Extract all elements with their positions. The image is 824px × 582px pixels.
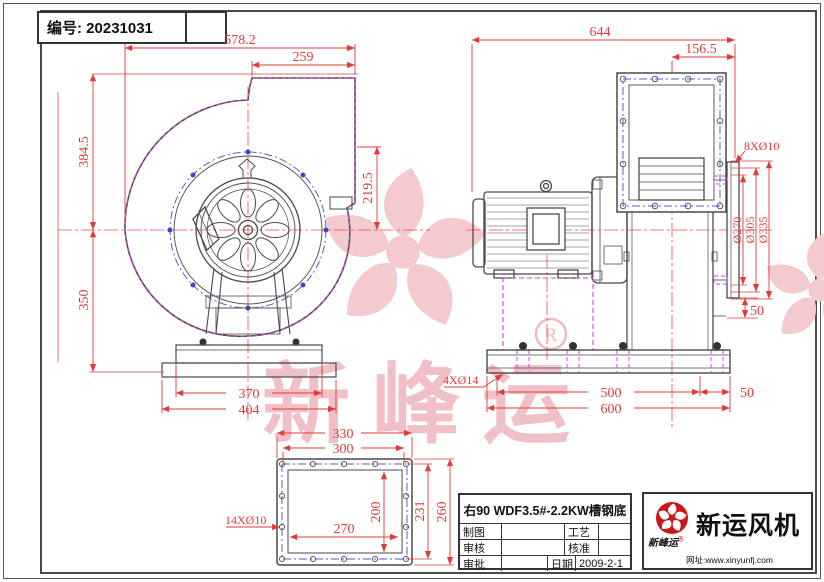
company-block: 新运风机 新峰运® 网址:www.xinyunfj.com <box>642 492 813 570</box>
channel-base-right <box>486 342 731 374</box>
volute-highlight <box>124 77 356 337</box>
volute-tongue-flange <box>329 196 353 210</box>
dim-right-inlet-d2: Ø305 <box>743 217 757 244</box>
dim-left-outlet-height: 219.5 <box>361 172 376 204</box>
motor-clamp <box>192 205 220 252</box>
company-website: 网址:www.xinyunfj.com <box>686 555 773 565</box>
outlet-flange <box>616 72 727 213</box>
volute-outline <box>124 77 356 338</box>
watermark-text: 新峰运 <box>262 353 592 456</box>
title-row: 制图 工艺 <box>460 523 630 539</box>
left-view <box>124 77 356 378</box>
title-row: 审批 日期 2009-2-1 <box>460 555 630 571</box>
company-name: 新运风机 <box>696 512 801 540</box>
eyebolt <box>539 179 553 193</box>
anchor-bolt <box>199 338 300 346</box>
dim-flange-bolt-span-w: 300 <box>333 442 354 457</box>
pedestal <box>205 267 292 335</box>
dim-right-outlet-bolts: 8XØ10 <box>744 139 779 153</box>
dim-right-outlet-offset: 156.5 <box>685 42 717 57</box>
motor-support-hidden <box>502 277 594 351</box>
dim-right-inlet-d3: Ø335 <box>756 217 770 244</box>
outlet-louver <box>638 157 705 201</box>
dim-flange-bolts: 14XØ10 <box>225 513 266 527</box>
dim-left-base-inner: 370 <box>239 387 260 402</box>
watermark-layer: 新峰运 R <box>262 168 824 456</box>
dim-flange-outer-height: 260 <box>435 502 450 523</box>
watermark-flower-icon <box>317 168 490 333</box>
outlet-flange-holes <box>619 75 724 210</box>
row-value2: 2009-2-1 <box>579 557 624 570</box>
dim-flange-bolt-span-h: 231 <box>413 501 428 522</box>
right-view <box>472 72 740 374</box>
motor-cowl <box>195 177 301 283</box>
dimension-layer <box>57 36 773 566</box>
row-label: 审核 <box>460 540 502 555</box>
title-row: 审核 核准 <box>460 539 630 555</box>
drawing-title: 右90 WDF3.5#-2.2KW槽钢底 <box>463 503 627 518</box>
dim-flange-inner-width: 270 <box>334 522 355 537</box>
dim-right-flange-gap: 50 <box>750 304 764 319</box>
company-seal: 新峰运® <box>648 534 683 549</box>
row-value <box>502 556 548 571</box>
dim-flange-inner-height: 200 <box>369 502 384 523</box>
row-value2 <box>599 524 630 539</box>
dim-right-inlet-d1: Ø270 <box>730 217 744 244</box>
serial-number-label: 编号: 20231031 <box>39 13 187 42</box>
dim-right-bolt-span: 500 <box>601 386 622 401</box>
inlet-bolt-dots <box>167 149 329 311</box>
anchor-bolt <box>519 342 721 350</box>
row-value <box>502 540 565 555</box>
company-logo-flower-icon <box>656 502 688 534</box>
watermark-registered-icon: R <box>534 317 568 351</box>
dim-right-base-total: 600 <box>601 402 622 417</box>
svg-text:R: R <box>545 325 558 346</box>
casing-column <box>623 212 726 350</box>
motor-side <box>472 179 593 279</box>
registered-mark: ® <box>678 536 684 544</box>
motor-hub <box>237 219 259 241</box>
dim-left-base-outer: 404 <box>239 403 260 418</box>
row-label: 审批 <box>460 556 502 571</box>
watermark-flower-icon <box>761 232 824 345</box>
row-value2 <box>599 540 630 555</box>
dim-left-lower-height: 350 <box>77 290 92 311</box>
dimension-labels: 578.2 259 384.5 350 219.5 370 404 644 15… <box>77 25 779 537</box>
dim-flange-outer-width: 330 <box>333 427 354 442</box>
serial-number-box: 编号: 20231031 <box>37 11 227 44</box>
motor-eyebolt <box>238 158 256 178</box>
inlet-flange <box>713 161 740 299</box>
flange-detail-view <box>276 458 413 566</box>
channel-base <box>161 338 337 378</box>
inlet-circle <box>173 155 323 305</box>
title-block: 右90 WDF3.5#-2.2KW槽钢底 制图 工艺 审核 核准 审批 日期 2… <box>458 493 632 571</box>
flange-bolt-holes <box>278 460 410 563</box>
dim-left-outlet-width: 259 <box>293 50 314 65</box>
dim-right-total-width: 644 <box>590 25 611 40</box>
dim-left-upper-height: 384.5 <box>77 136 92 168</box>
row-label2: 工艺 <box>565 524 599 539</box>
row-label2: 日期 <box>548 556 576 571</box>
dim-right-base-bolts: 4XØ14 <box>443 373 478 387</box>
motor-fan-blades <box>206 188 290 272</box>
row-label: 制图 <box>460 524 502 539</box>
row-label2: 核准 <box>565 540 599 555</box>
row-value <box>502 524 565 539</box>
dim-left-total-width: 578.2 <box>224 33 256 48</box>
dim-right-edge-margin: 50 <box>740 386 754 401</box>
company-seal-text: 新峰运 <box>648 538 678 549</box>
